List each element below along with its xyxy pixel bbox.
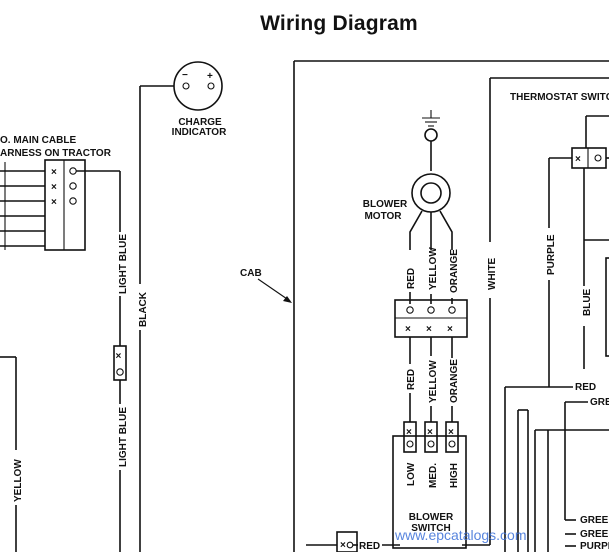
wire-label-orange-upper: ORANGE — [449, 249, 460, 293]
svg-text:×: × — [340, 540, 346, 551]
wire-label-blue: BLUE — [582, 288, 593, 316]
diagram-title: Wiring Diagram — [260, 12, 418, 35]
blower-switch-label-1: BLOWER — [409, 512, 454, 523]
white-wire — [462, 77, 609, 546]
svg-text:×: × — [575, 154, 581, 165]
blower-connector: × × × — [394, 292, 468, 364]
blower-switch-label-2: SWITCH — [411, 523, 450, 534]
wire-label-green-right-1: GREE — [580, 515, 609, 526]
plus-terminal: + — [207, 71, 213, 82]
svg-text:×: × — [116, 351, 122, 362]
bottom-connector: × — [306, 531, 400, 552]
svg-text:×: × — [51, 182, 57, 193]
wire-label-red-right: RED — [575, 382, 596, 393]
watermark: www.epcatalogs.com — [394, 527, 527, 543]
wire-label-red-lower: RED — [406, 369, 417, 390]
blower-motor-label-1: BLOWER — [363, 199, 408, 210]
wire-label-white: WHITE — [487, 257, 498, 290]
cab-pointer-arrow — [257, 278, 292, 303]
wire-label-red-upper: RED — [406, 268, 417, 289]
wire-label-gre-right: GRE — [590, 397, 609, 408]
svg-text:×: × — [448, 427, 454, 438]
charge-indicator: − + — [140, 61, 223, 111]
wire-label-yellow-lower: YELLOW — [428, 360, 439, 403]
svg-text:×: × — [427, 427, 433, 438]
wire-label-yellow-upper: YELLOW — [428, 247, 439, 290]
wire-label-red-bottom: RED — [359, 541, 380, 552]
switch-position-high: HIGH — [449, 463, 460, 488]
wire-label-green-right-2: GREEN — [580, 529, 609, 540]
wire-label-orange-lower: ORANGE — [449, 359, 460, 403]
minus-terminal: − — [182, 70, 188, 81]
cab-label: CAB — [240, 268, 262, 279]
wire-label-black: BLACK — [138, 291, 149, 327]
blower-motor-label-2: MOTOR — [364, 211, 402, 222]
wire-label-purple: PURPLE — [546, 234, 557, 275]
blower-motor — [409, 110, 453, 250]
thermostat-switch: × — [549, 115, 609, 357]
wire-label-purple-right: PURPL — [580, 541, 609, 552]
switch-position-low: LOW — [406, 462, 417, 486]
blower-switch: × × × — [392, 393, 467, 549]
switch-position-med: MED. — [428, 463, 439, 488]
main-cable-harness: × × × — [0, 159, 121, 251]
svg-text:×: × — [405, 324, 411, 335]
svg-text:×: × — [426, 324, 432, 335]
thermostat-switch-label: THERMOSTAT SWITC — [510, 92, 609, 103]
cab-outline — [293, 60, 609, 552]
charge-indicator-label-1: CHARGE — [178, 117, 222, 128]
charge-indicator-label-2: INDICATOR — [172, 127, 227, 138]
wire-label-light-blue-lower: LIGHT BLUE — [118, 407, 129, 467]
light-blue-wire: × — [113, 296, 127, 552]
svg-text:×: × — [51, 167, 57, 178]
wire-label-light-blue-upper: LIGHT BLUE — [118, 234, 129, 294]
svg-text:×: × — [447, 324, 453, 335]
yellow-wire — [0, 356, 17, 552]
main-cable-label-2: ARNESS ON TRACTOR — [0, 148, 112, 159]
svg-text:×: × — [406, 427, 412, 438]
main-cable-label-1: O. MAIN CABLE — [0, 135, 76, 146]
svg-text:×: × — [51, 197, 57, 208]
right-wire-bundle — [504, 386, 609, 552]
wire-label-yellow: YELLOW — [13, 459, 24, 502]
